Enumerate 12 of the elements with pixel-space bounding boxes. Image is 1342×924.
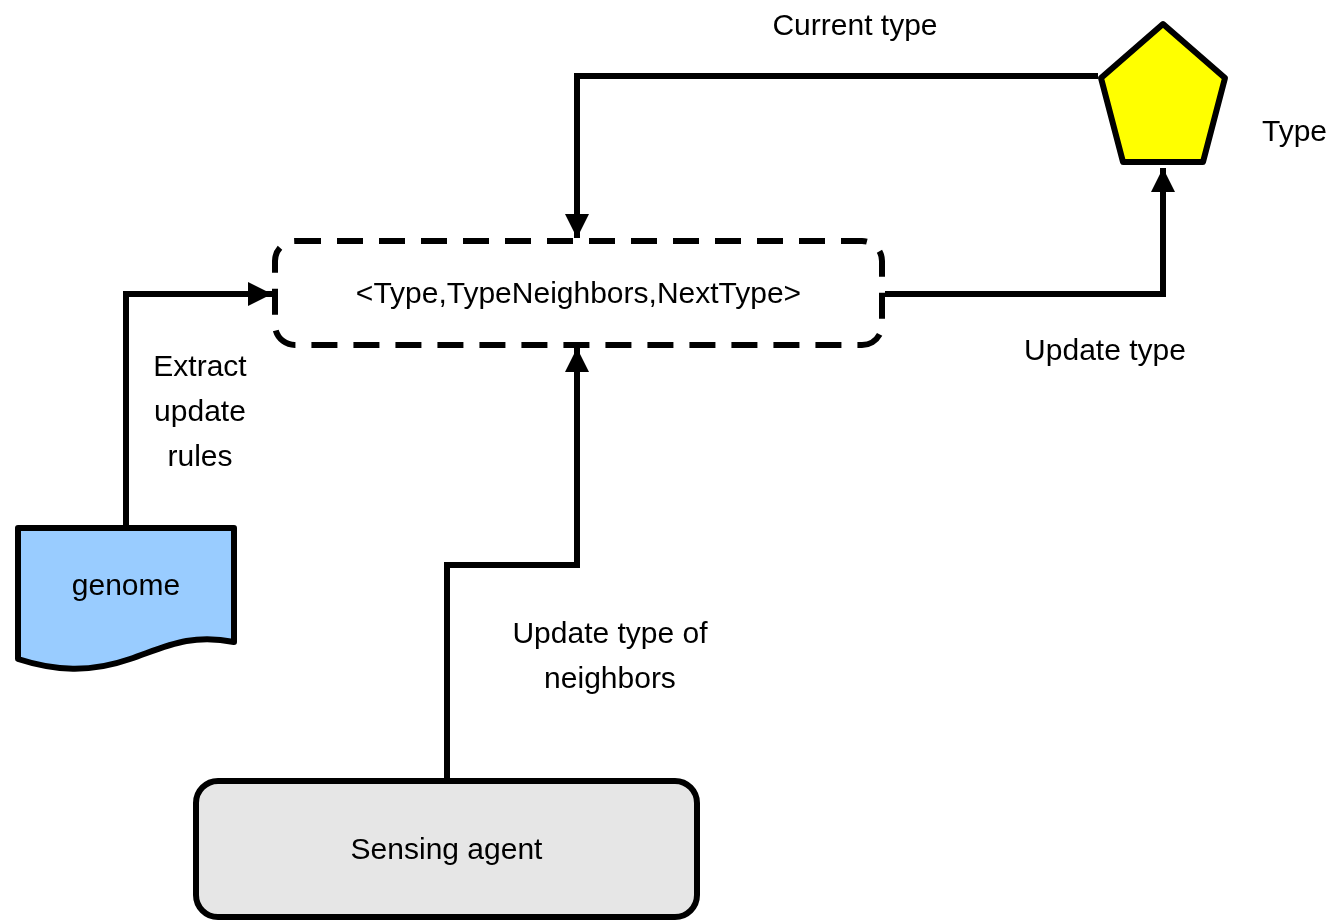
arrow (565, 73, 1098, 238)
process-box (193, 778, 700, 920)
document-shape (15, 525, 237, 675)
node-label: genome (71, 568, 181, 602)
arrow (123, 282, 272, 525)
arrow (444, 348, 589, 778)
dashed-state-box (272, 238, 885, 348)
node-label: Sensing agent (350, 832, 543, 866)
pentagon-shape (1098, 20, 1228, 168)
arrow (885, 168, 1175, 297)
node-label: <Type,TypeNeighbors,NextType> (355, 276, 802, 310)
node-caption: Type (1262, 114, 1328, 148)
